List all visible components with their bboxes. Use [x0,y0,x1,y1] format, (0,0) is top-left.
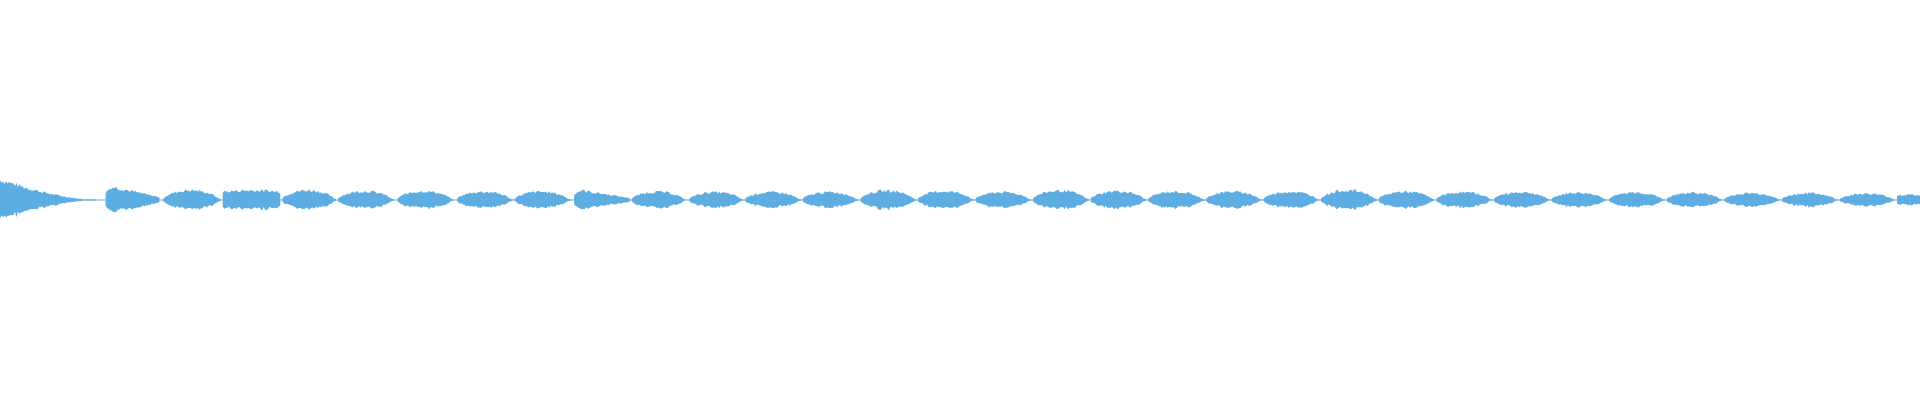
waveform-segment [222,189,281,211]
waveform-segment [860,189,916,211]
waveform-segment [1148,190,1204,210]
waveform-segment [1551,191,1607,208]
waveform-segment [1321,189,1377,211]
waveform-segment [457,191,513,208]
waveform-segment [975,191,1031,209]
waveform-segment [1378,190,1435,210]
waveform-segment [917,190,974,209]
waveform-segment [1897,194,1920,206]
waveform-segment [574,189,630,210]
waveform-segment [689,191,743,209]
waveform-segment [802,191,859,209]
waveform-segment [282,189,336,210]
waveform-segments [0,179,1920,219]
waveform-segment [1436,191,1492,209]
waveform-segment [631,190,686,209]
waveform-segment [514,190,571,209]
waveform-segment [1493,191,1550,208]
waveform-segment [1666,191,1723,208]
waveform-segment [105,186,160,213]
waveform-segment [163,189,221,210]
waveform-segment [1263,191,1319,208]
waveform-segment [337,190,394,209]
waveform-segment [1781,192,1838,208]
waveform-segment [1205,190,1262,209]
waveform-segment [1609,191,1665,208]
waveform-segment [1033,189,1089,210]
waveform-segment [745,191,801,209]
waveform-segment [397,190,454,210]
waveform-segment [0,179,96,219]
waveform-segment [1724,192,1780,207]
waveform-segment [1090,190,1147,210]
waveform-segment [1839,193,1895,207]
